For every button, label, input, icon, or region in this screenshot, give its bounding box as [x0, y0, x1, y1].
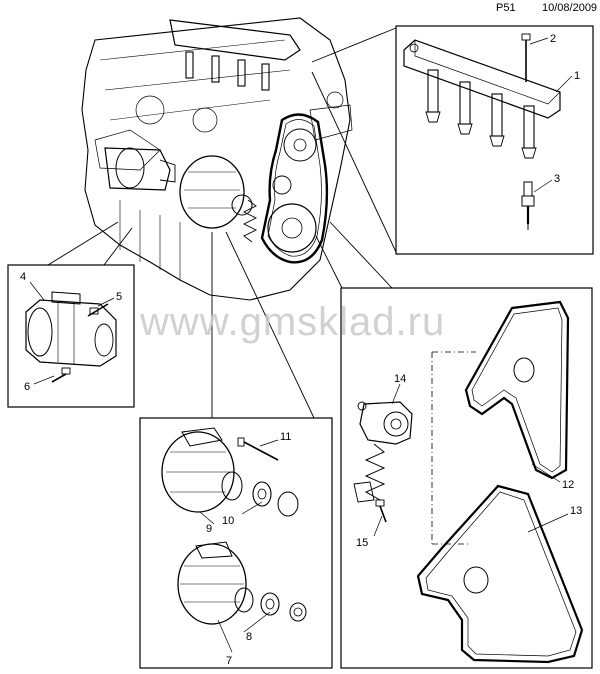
starter-detail-box [7, 221, 135, 408]
starter-bolt-upper [87, 303, 109, 317]
page-code: P51 [496, 2, 516, 14]
alternator-upper [161, 427, 299, 517]
leader-13 [527, 513, 569, 533]
leader-3 [533, 179, 553, 193]
tensioner-bolt [375, 499, 387, 523]
leader-10 [241, 501, 263, 515]
callout-9: 9 [206, 523, 212, 535]
callout-13: 13 [570, 505, 582, 517]
alternator-lower [177, 541, 307, 625]
callout-1: 1 [574, 70, 580, 82]
watermark: www.gmsklad.ru [140, 300, 446, 344]
callout-4: 4 [20, 271, 26, 283]
leader-2 [529, 37, 549, 45]
belt-tensioner [353, 401, 413, 503]
callout-3: 3 [554, 173, 560, 185]
coil-bolt [521, 33, 531, 82]
callout-2: 2 [550, 33, 556, 45]
drive-belt-long [416, 484, 584, 664]
callout-11: 11 [280, 431, 291, 443]
leader-11 [259, 439, 279, 447]
callout-7: 7 [226, 655, 232, 667]
starter-bolt-lower [51, 367, 71, 383]
callout-8: 8 [246, 631, 252, 643]
ignition-coil-detail-box [311, 25, 594, 255]
leader-6 [33, 375, 55, 385]
leader-9 [199, 511, 215, 525]
callout-5: 5 [116, 291, 122, 303]
ignition-coil-rail [403, 39, 561, 159]
leader-8 [243, 611, 271, 633]
alternator-detail-box [139, 231, 333, 669]
leader-1 [555, 75, 573, 93]
spark-plug [521, 181, 535, 230]
callout-12: 12 [562, 479, 574, 491]
leader-14 [391, 383, 401, 405]
page-date: 10/08/2009 [542, 2, 598, 14]
leader-15 [373, 515, 383, 537]
leader-5 [97, 297, 115, 307]
starter-motor [25, 291, 117, 367]
drive-belt-short [464, 300, 570, 480]
callout-15: 15 [356, 537, 368, 549]
belt-tensioner-detail-box [315, 221, 593, 669]
callout-10: 10 [222, 515, 234, 527]
leader-4 [29, 281, 45, 301]
leader-7 [217, 619, 233, 653]
callout-6: 6 [24, 381, 30, 393]
callout-14: 14 [394, 373, 406, 385]
alternator-bolt [237, 437, 279, 461]
leader-12 [531, 463, 561, 483]
engine-assembly [81, 17, 353, 301]
